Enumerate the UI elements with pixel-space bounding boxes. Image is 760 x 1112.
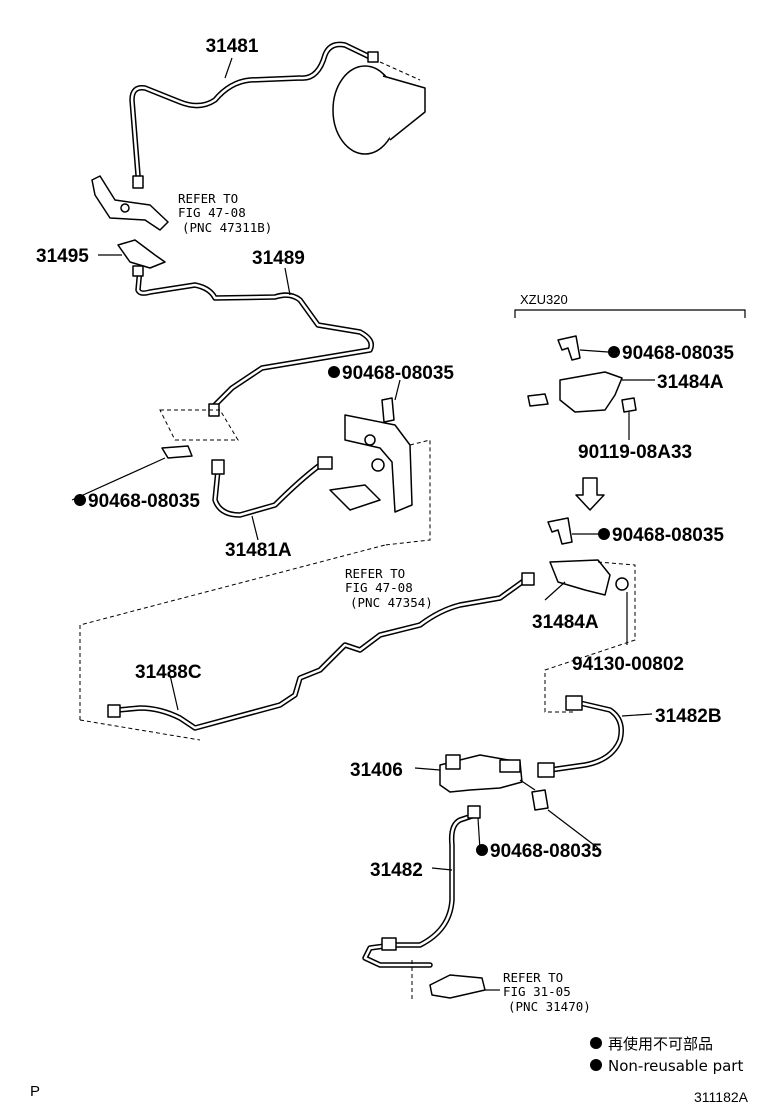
non-reusable-dot-icon: [476, 844, 488, 856]
footer-left: P: [30, 1083, 40, 1100]
label-31482: 31482: [370, 860, 423, 881]
label-31481A: 31481A: [225, 540, 292, 561]
ref3-line3: (PNC 31470): [508, 999, 591, 1014]
ref1-line3: (PNC 47311B): [182, 220, 272, 235]
bracket-31495: [117, 239, 166, 277]
hose-31482B: [537, 695, 624, 778]
legend-line2: Non-reusable part: [608, 1057, 743, 1075]
clip-c: 90468-08035: [608, 343, 734, 364]
clip-b: 90468-08035: [74, 491, 200, 512]
pipe-31481: [129, 41, 379, 189]
pipe-31482: [362, 805, 481, 968]
bracket-upper: [91, 175, 169, 231]
legend-dot-icon: [590, 1059, 602, 1071]
clip-a: 90468-08035: [328, 363, 454, 384]
ref2-line3: (PNC 47354): [350, 595, 433, 610]
label-31406: 31406: [350, 760, 403, 781]
ref2-line1: REFER TO: [345, 566, 405, 581]
ref1-line2: FIG 47-08: [178, 205, 246, 220]
model-code: XZU320: [520, 292, 568, 307]
footer-right: 311182A: [694, 1089, 749, 1105]
label-clip-c: 90468-08035: [622, 343, 734, 364]
ref3-line1: REFER TO: [503, 970, 563, 985]
slave-cylinder-ref: [411, 960, 500, 1000]
ref-note-1: REFER TO FIG 47-08 (PNC 47311B): [178, 191, 272, 235]
non-reusable-dot-icon: [74, 494, 86, 506]
label-bolt: 90119-08A33: [578, 442, 692, 463]
label-clip-a: 90468-08035: [342, 363, 454, 384]
label-nut: 94130-00802: [572, 654, 684, 675]
label-31488C: 31488C: [135, 662, 202, 683]
mount-plate-left: [159, 409, 239, 459]
label-31495: 31495: [36, 246, 89, 267]
label-clip-d: 90468-08035: [612, 525, 724, 546]
ref-note-2: REFER TO FIG 47-08 (PNC 47354): [345, 566, 433, 610]
legend-line1: 再使用不可部品: [608, 1035, 713, 1053]
ref3-line2: FIG 31-05: [503, 984, 571, 999]
bracket-31484A-lower: [544, 517, 636, 713]
clip-e: 90468-08035: [476, 841, 602, 862]
arrow-down-icon: [575, 477, 605, 511]
label-31484A-top: 31484A: [657, 372, 724, 393]
junction-31406: [439, 754, 549, 811]
label-31481: 31481: [206, 36, 259, 57]
xzu320-group: [514, 309, 746, 440]
label-clip-b: 90468-08035: [88, 491, 200, 512]
non-reusable-dot-icon: [328, 366, 340, 378]
ref2-line2: FIG 47-08: [345, 580, 413, 595]
non-reusable-dot-icon: [608, 346, 620, 358]
pipe-31489: [135, 265, 374, 417]
legend-dot-icon: [590, 1037, 602, 1049]
label-31484A-bottom: 31484A: [532, 612, 599, 633]
clip-d: 90468-08035: [598, 525, 724, 546]
ref-note-3: REFER TO FIG 31-05 (PNC 31470): [503, 970, 591, 1014]
legend: 再使用不可部品 Non-reusable part: [590, 1035, 743, 1075]
pipe-31488C: [107, 572, 535, 731]
callout-dash-31488C: [79, 544, 386, 720]
label-31489: 31489: [252, 248, 305, 269]
master-cylinder: [332, 61, 426, 155]
non-reusable-dot-icon: [598, 528, 610, 540]
leader-lines: [71, 57, 655, 871]
bracket-center: [329, 397, 431, 546]
ref1-line1: REFER TO: [178, 191, 238, 206]
pipe-31481A: [211, 456, 333, 518]
label-31482B: 31482B: [655, 706, 722, 727]
label-clip-e: 90468-08035: [490, 841, 602, 862]
